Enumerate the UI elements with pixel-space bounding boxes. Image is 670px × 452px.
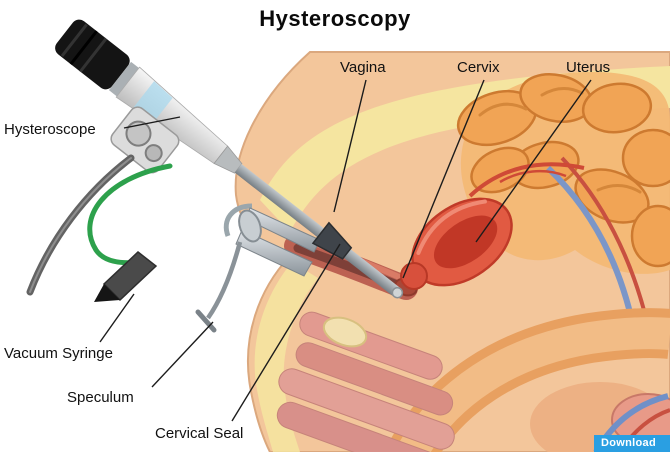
hysteroscope-leader-line [123,116,181,129]
cervical-seal-label: Cervical Seal [155,425,244,442]
speculum-graphic [195,203,321,333]
vacuum-syringe-graphic [94,251,158,302]
blood-vessel-red [560,156,650,327]
blood-vessel-blue [545,165,637,331]
speculum-label: Speculum [67,389,134,406]
speculum-leader-line [151,321,214,388]
small-intestine [456,73,670,268]
cervix-leader-line [402,79,485,279]
abdominal-organs [390,71,670,452]
scope-tip-light [391,286,404,299]
uterus-label: Uterus [566,59,611,76]
scope-shaft [234,164,401,298]
vagina-leader-line [333,79,367,213]
vacuum-syringe-label: Vacuum Syringe [4,345,113,362]
vacuum-syringe-leader-line [99,293,135,343]
download-watermark[interactable]: Download [594,435,670,452]
cervical-seal-graphic [311,221,353,260]
cervix-label: Cervix [457,59,500,76]
cervical-seal-leader-line [231,243,341,422]
leader-lines [99,79,592,422]
pelvic-muscles [276,311,463,452]
page-title: Hysteroscopy [259,6,411,31]
pubic-bone [322,316,368,348]
uterus-leader-line [475,79,592,243]
hysteroscope-graphic [55,19,404,299]
uterine-vessels [468,162,585,198]
speculum-handle [206,241,243,320]
hysteroscope-label: Hysteroscope [4,121,96,138]
vagina-label: Vagina [340,59,386,76]
green-tube-graphic [87,163,173,266]
